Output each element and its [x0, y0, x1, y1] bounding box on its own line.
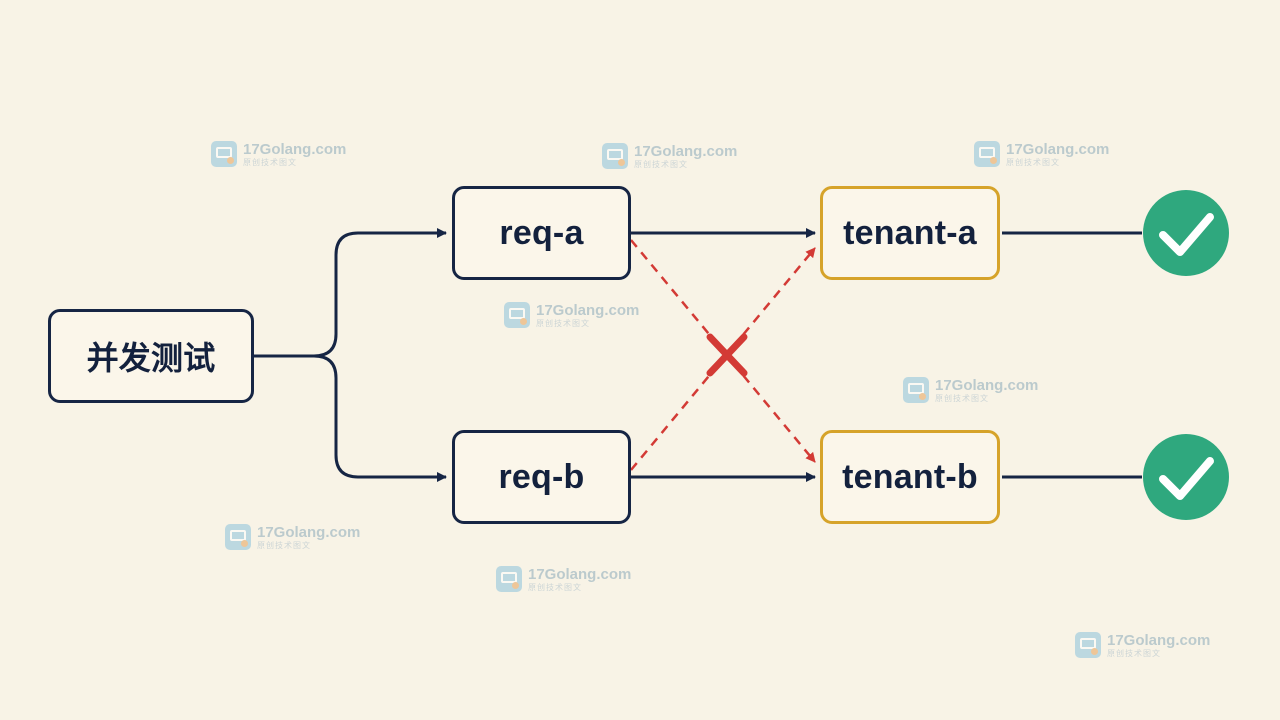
- node-root: 并发测试: [48, 309, 254, 403]
- edge-root-to-req-a: [254, 228, 447, 358]
- node-req-a-label: req-a: [499, 213, 584, 252]
- node-req-b-label: req-b: [498, 457, 585, 496]
- node-tenant-a: tenant-a: [820, 186, 1000, 280]
- node-tenant-a-label: tenant-a: [843, 213, 977, 252]
- x-mark-icon: [706, 333, 748, 377]
- node-req-a: req-a: [452, 186, 631, 280]
- check-circle-icon: [1143, 434, 1229, 520]
- edge-root-to-req-b: [254, 354, 447, 482]
- node-root-label: 并发测试: [86, 339, 216, 377]
- check-circle-icon: [1143, 190, 1229, 276]
- node-tenant-b-label: tenant-b: [842, 457, 978, 496]
- node-tenant-b: tenant-b: [820, 430, 1000, 524]
- node-req-b: req-b: [452, 430, 631, 524]
